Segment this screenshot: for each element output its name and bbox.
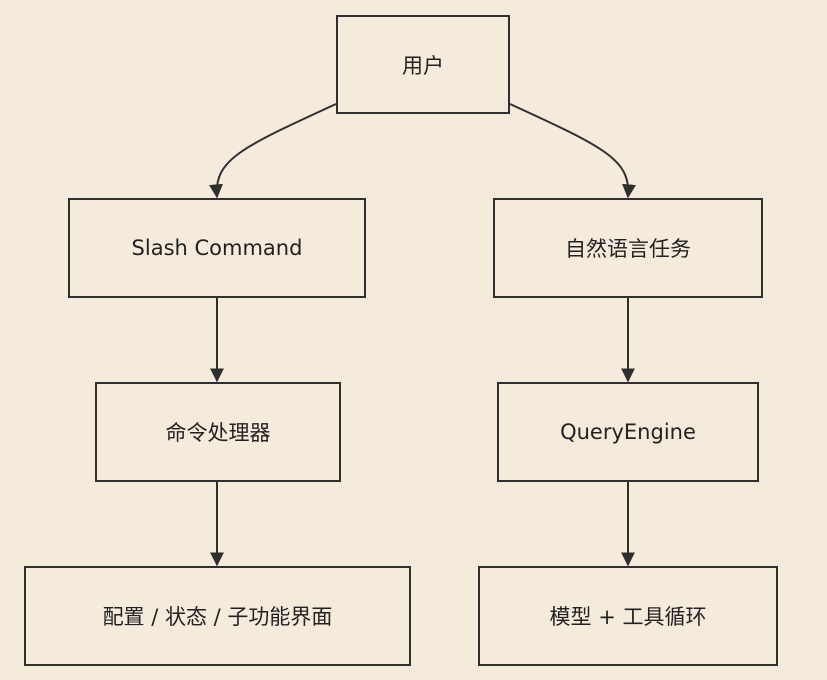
node-natural-language-task: 自然语言任务 <box>493 198 763 298</box>
node-command-handler-label: 命令处理器 <box>165 421 271 445</box>
node-user: 用户 <box>336 15 510 114</box>
node-config-status-subfeatures: 配置 / 状态 / 子功能界面 <box>24 566 411 666</box>
node-command-handler: 命令处理器 <box>95 382 341 482</box>
edge-user-to-slash-command <box>209 103 337 199</box>
node-query-engine-label: QueryEngine <box>560 420 696 444</box>
node-config-status-subfeatures-label: 配置 / 状态 / 子功能界面 <box>102 605 333 629</box>
node-slash-command: Slash Command <box>68 198 366 298</box>
node-natural-language-task-label: 自然语言任务 <box>565 237 691 261</box>
node-slash-command-label: Slash Command <box>131 236 303 260</box>
edge-user-to-natural-language-task <box>509 103 636 199</box>
node-model-tool-loop: 模型 + 工具循环 <box>478 566 778 666</box>
node-query-engine: QueryEngine <box>497 382 759 482</box>
node-model-tool-loop-label: 模型 + 工具循环 <box>549 605 707 629</box>
node-user-label: 用户 <box>402 53 444 78</box>
